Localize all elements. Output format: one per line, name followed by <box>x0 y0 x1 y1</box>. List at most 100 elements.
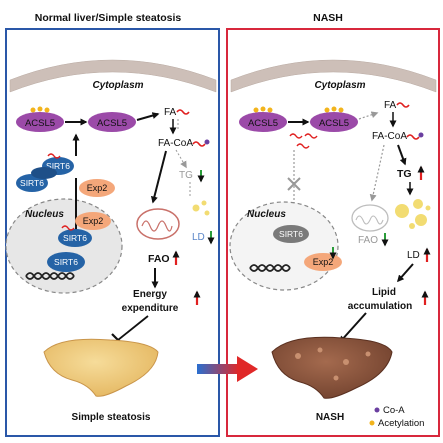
left-lipid-droplet-3 <box>204 210 210 216</box>
right-membrane <box>230 59 437 93</box>
left-inhibit-line <box>117 315 149 341</box>
right-acetyl-dot-2 <box>260 106 266 112</box>
left-tg-label: TG <box>179 170 193 181</box>
right-exp2-label: Exp2 <box>313 257 334 267</box>
right-lipid-droplet-1 <box>395 204 409 218</box>
left-exp2-cyto <box>79 179 115 197</box>
right-cytoplasm-label: Cytoplasm <box>314 80 365 91</box>
right-acsl5-b <box>310 112 358 132</box>
left-sirt6-cyto-a-label: SIRT6 <box>46 161 70 171</box>
right-facoa-label: FA-CoA <box>372 131 407 142</box>
right-lipid-droplet-2 <box>413 199 423 209</box>
left-fa-squiggle <box>176 109 190 115</box>
legend-acetylation-dot <box>369 420 375 426</box>
right-nucleus-label: Nucleus <box>247 209 286 220</box>
left-acsl5-to-fa-arrow <box>136 112 160 121</box>
left-exp2-nucleus-label: Exp2 <box>83 216 104 226</box>
right-acetyl-dot-6 <box>338 107 344 113</box>
left-fa-label: FA <box>164 107 177 118</box>
right-fa-label: FA <box>384 100 397 111</box>
left-panel-title: Normal liver/Simple steatosis <box>35 12 182 24</box>
right-lipid-line1: Lipid <box>372 287 396 298</box>
right-panel-title: NASH <box>313 12 343 24</box>
right-block-x-icon <box>287 177 301 191</box>
left-facoa-label: FA-CoA <box>158 138 193 149</box>
left-mitochondrion <box>136 208 180 240</box>
right-mito-cristae <box>355 215 384 225</box>
right-acsl5-a <box>239 112 287 132</box>
right-acetyl-dot-3 <box>267 107 273 113</box>
left-dna-strand-2 <box>25 272 75 280</box>
left-acsl5-a <box>16 112 64 132</box>
left-ld-label: LD <box>192 232 205 243</box>
left-acetyl-dot-1 <box>30 107 36 113</box>
right-facoa-to-mito-arrow <box>369 144 385 202</box>
legend-coa-dot <box>374 407 380 413</box>
right-liver-spot-1 <box>295 353 301 359</box>
right-acsl5-a-label: ACSL5 <box>248 118 278 129</box>
right-ld-label: LD <box>407 250 420 261</box>
left-acsl5-a-label: ACSL5 <box>25 118 55 129</box>
right-facoa-squiggle <box>406 134 420 140</box>
left-acsl5-b <box>88 112 136 132</box>
left-energy-line2: expenditure <box>122 303 179 314</box>
left-bottom-label: Simple steatosis <box>72 412 151 423</box>
left-exp2-cyto-label: Exp2 <box>87 183 108 193</box>
left-nucleus-label: Nucleus <box>25 209 64 220</box>
right-acetyl-dot-4 <box>324 107 330 113</box>
right-liver <box>271 336 393 399</box>
left-exp2-nucleus <box>75 212 111 230</box>
left-sirt6-nucleus-a-label: SIRT6 <box>63 233 87 243</box>
left-sirt6-nucleus-a <box>58 229 92 247</box>
right-fa-squiggle-3 <box>304 133 318 139</box>
left-panel-border <box>5 28 220 437</box>
left-facoa-squiggle <box>192 141 206 147</box>
left-facoa-to-mito-arrow <box>150 150 167 204</box>
right-sirt6-nucleus <box>273 225 309 243</box>
right-mitochondrion <box>351 204 389 232</box>
legend-acetylation-label: Acetylation <box>378 418 424 429</box>
left-sirt6-nucleus-squiggle <box>61 225 75 231</box>
left-acetyl-dot-2 <box>37 106 43 112</box>
right-to-tg-arrow <box>397 144 407 166</box>
left-energy-line1: Energy <box>133 289 167 300</box>
right-fao-label: FAO <box>358 235 378 246</box>
right-sirt6-label: SIRT6 <box>279 229 303 239</box>
right-coa-dot <box>418 132 424 138</box>
right-dna-strand-2 <box>249 264 291 272</box>
left-liver <box>43 338 159 397</box>
right-acetyl-dot-1 <box>253 107 259 113</box>
left-to-tg-arrow <box>175 149 187 169</box>
right-liver-spot-5 <box>333 375 339 381</box>
left-lipid-droplet-1 <box>192 204 200 212</box>
legend-coa-label: Co-A <box>383 405 405 416</box>
transition-arrow-shaft <box>197 364 239 374</box>
left-sirt6-nucleus-b-label: SIRT6 <box>54 257 78 267</box>
right-fa-squiggle-4 <box>296 143 310 149</box>
left-sirt6-nucleus-b <box>47 252 85 272</box>
right-acetyl-dot-5 <box>331 106 337 112</box>
left-sirt6-cyto-b-label: SIRT6 <box>20 178 44 188</box>
left-mito-cristae <box>141 220 173 232</box>
left-membrane <box>9 59 217 93</box>
right-fa-squiggle-2 <box>289 133 303 139</box>
left-fao-label: FAO <box>148 253 170 265</box>
right-panel-border <box>226 28 440 437</box>
right-lipid-droplet-5 <box>425 205 431 211</box>
left-sirt6-squiggle <box>47 153 61 159</box>
right-liver-spot-4 <box>365 351 371 357</box>
left-acetyl-dot-3 <box>44 107 50 113</box>
left-lipid-droplet-2 <box>201 200 207 206</box>
left-acsl5-b-label: ACSL5 <box>97 118 127 129</box>
right-fa-squiggle <box>396 102 410 108</box>
right-lipid-droplet-4 <box>409 223 415 229</box>
right-bottom-label: NASH <box>316 412 344 423</box>
left-cytoplasm-label: Cytoplasm <box>92 80 143 91</box>
right-lipid-line2: accumulation <box>348 301 412 312</box>
transition-arrow-head <box>237 356 258 382</box>
right-tg-label: TG <box>397 168 412 180</box>
right-dna-strand-1 <box>249 264 291 272</box>
right-acsl5-b-label: ACSL5 <box>319 118 349 129</box>
